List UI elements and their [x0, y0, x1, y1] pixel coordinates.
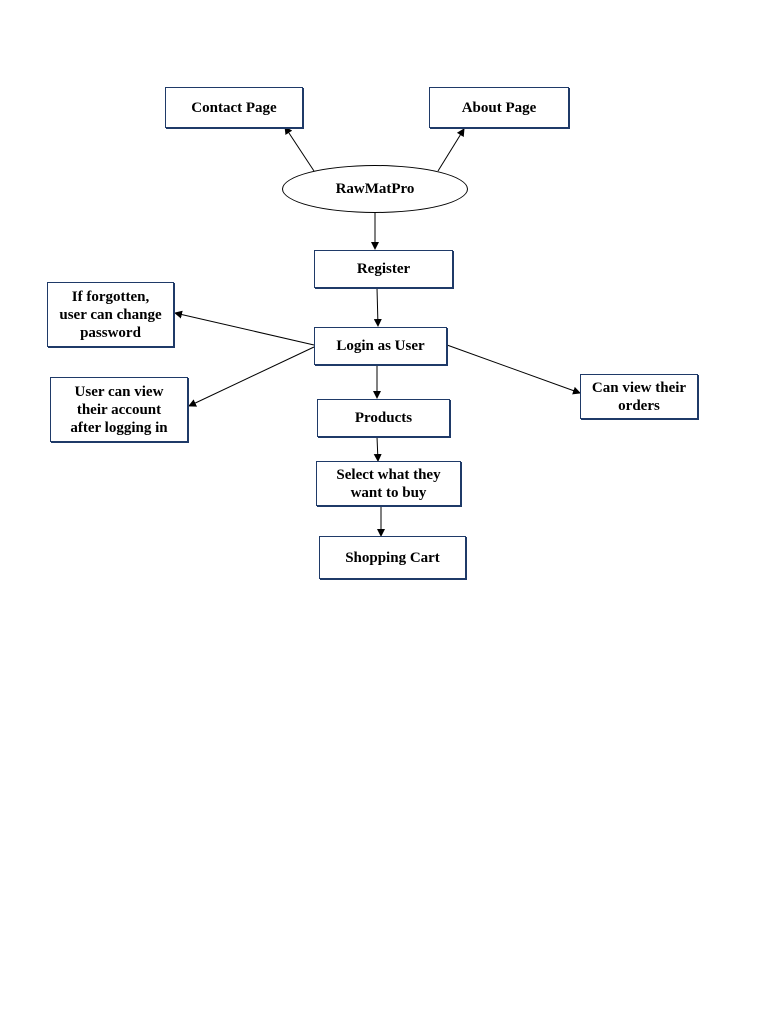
about-page-node: About Page — [429, 87, 569, 128]
arrow-products-to-select — [373, 436, 382, 462]
arrow-login-to-account — [188, 346, 315, 407]
contact-page-node: Contact Page — [165, 87, 303, 128]
rawmatpro-node: RawMatPro — [282, 165, 468, 213]
arrow-rawmatpro-to-about — [437, 128, 465, 172]
select-items-node: Select what they want to buy — [316, 461, 461, 506]
arrow-rawmatpro-to-contact — [284, 126, 315, 172]
arrow-login-to-orders — [446, 344, 581, 395]
login-as-user-node: Login as User — [314, 327, 447, 365]
forgot-password-node: If forgotten, user can change password — [47, 282, 174, 347]
view-orders-node: Can view their orders — [580, 374, 698, 419]
register-node: Register — [314, 250, 453, 288]
products-node: Products — [317, 399, 450, 437]
arrow-login-to-forgot — [174, 310, 315, 346]
arrow-register-to-login — [373, 287, 382, 327]
view-account-node: User can view their account after loggin… — [50, 377, 188, 442]
shopping-cart-node: Shopping Cart — [319, 536, 466, 579]
